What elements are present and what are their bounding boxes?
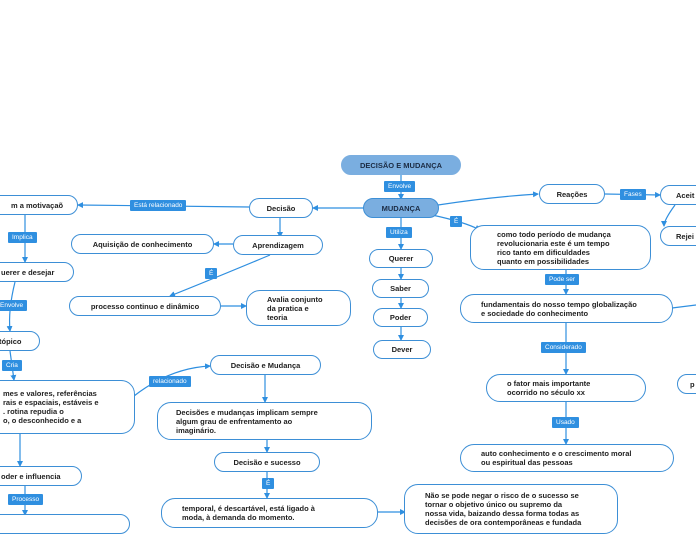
node-label: Querer: [388, 254, 414, 263]
relation-tag-envolve: Envolve: [0, 300, 28, 311]
node-label: Aprendizagem: [252, 240, 304, 250]
relation-tag-processo: Processo: [8, 494, 44, 505]
node-label: Aquisição de conhecimento: [92, 239, 193, 249]
topic-node-aprendizagem[interactable]: Aprendizagem: [233, 235, 323, 255]
topic-node-auto-conhecimento[interactable]: auto conhecimento e o crescimento moral …: [460, 444, 674, 472]
node-label: uerer e desejar: [1, 267, 55, 277]
topic-node-rejei[interactable]: Rejei: [660, 226, 696, 246]
topic-node-motivacao[interactable]: m a motivaçaõ: [0, 195, 78, 215]
relation-tag-fases: Fases: [620, 189, 646, 200]
node-label: Rejei: [676, 231, 694, 241]
topic-node-como-todo[interactable]: como todo período de mudança revoluciona…: [470, 225, 651, 270]
relation-tag-usado: Usado: [552, 417, 579, 428]
topic-node-mudanca[interactable]: MUDANÇA: [363, 198, 439, 218]
topic-node-fundamentais[interactable]: fundamentais do nosso tempo globalização…: [460, 294, 673, 323]
relation-tag-esta-relacionado: Está relacionado: [130, 200, 187, 211]
topic-node-saber[interactable]: Saber: [372, 279, 429, 298]
topic-node-poder-influencia[interactable]: oder e influencia: [0, 466, 82, 486]
topic-node-temporal[interactable]: temporal, é descartável, está ligado à m…: [161, 498, 378, 528]
node-label: Reações: [556, 189, 588, 199]
node-label: Aceit: [676, 190, 695, 200]
node-label: mes e valores, referências rais e espaci…: [3, 389, 99, 425]
node-label: o fator mais importante ocorrido no sécu…: [507, 379, 591, 397]
node-label: Decisão e Mudança: [230, 360, 301, 370]
relation-tag-considerado: Considerado: [541, 342, 586, 353]
node-label: Dever: [391, 345, 413, 354]
topic-node-querer[interactable]: Querer: [369, 249, 433, 268]
node-label: processo continuo e dinâmico: [90, 301, 200, 311]
topic-node-nao-se-pode[interactable]: Não se pode negar o risco de o sucesso s…: [404, 484, 618, 534]
node-label: Avalia conjunto da pratica e teoria: [267, 294, 323, 322]
topic-node-normas[interactable]: mes e valores, referências rais e espaci…: [0, 380, 135, 434]
topic-node-avalia[interactable]: Avalia conjunto da pratica e teoria: [246, 290, 351, 326]
topic-node-p[interactable]: p: [677, 374, 696, 394]
topic-node-topico[interactable]: tópico: [0, 331, 40, 351]
node-label: MUDANÇA: [381, 203, 421, 213]
node-label: tópico: [0, 336, 22, 346]
relation-tag-e: É: [450, 216, 463, 227]
node-label: Decisões e mudanças implicam sempre algu…: [176, 407, 318, 435]
topic-node-decisoes-mudancas[interactable]: Decisões e mudanças implicam sempre algu…: [157, 402, 372, 440]
relation-tag-envolve: Envolve: [384, 181, 416, 192]
topic-node-reacoes[interactable]: Reações: [539, 184, 605, 204]
node-label: auto conhecimento e o crescimento moral …: [481, 449, 632, 467]
topic-node-decisao[interactable]: Decisão: [249, 198, 313, 218]
topic-node-decisao-e-mudanca[interactable]: Decisão e Mudança: [210, 355, 321, 375]
relation-tag-relacionado: relacionado: [149, 376, 191, 387]
node-label: Poder: [389, 313, 412, 322]
relation-tag-cria: Cria: [2, 360, 22, 371]
relation-tag-pode-ser: Pode ser: [545, 274, 580, 285]
topic-node-aquisicao[interactable]: Aquisição de conhecimento: [71, 234, 214, 254]
relation-tag-utiliza: Utiliza: [386, 227, 412, 238]
topic-node-querer-desejar[interactable]: uerer e desejar: [0, 262, 74, 282]
topic-node-processo-child[interactable]: [0, 514, 130, 534]
topic-node-fator[interactable]: o fator mais importante ocorrido no sécu…: [486, 374, 646, 402]
topic-node-decisao-sucesso[interactable]: Decisão e sucesso: [214, 452, 320, 472]
relation-tag-e: É: [205, 268, 218, 279]
relation-tag-implica: Implica: [8, 232, 37, 243]
topic-node-aceit[interactable]: Aceit: [660, 185, 696, 205]
node-label: m a motivaçaõ: [11, 200, 64, 210]
topic-node-processo-continuo[interactable]: processo continuo e dinâmico: [69, 296, 221, 316]
node-label: temporal, é descartável, está ligado à m…: [182, 504, 315, 522]
node-label: Decisão e sucesso: [233, 457, 301, 467]
topic-node-dever[interactable]: Dever: [373, 340, 431, 359]
node-label: como todo período de mudança revoluciona…: [497, 229, 611, 266]
node-label: oder e influencia: [1, 471, 61, 481]
node-label: p: [690, 379, 695, 389]
node-label: Decisão: [266, 203, 296, 213]
relation-tag-e: É: [262, 478, 275, 489]
topic-node-poder[interactable]: Poder: [373, 308, 428, 327]
node-label: fundamentais do nosso tempo globalização…: [481, 299, 637, 318]
node-label: DECISÃO E MUDANÇA: [359, 160, 443, 170]
root-node[interactable]: DECISÃO E MUDANÇA: [341, 155, 461, 175]
node-label: Saber: [390, 284, 411, 293]
node-label: Não se pode negar o risco de o sucesso s…: [425, 491, 582, 527]
